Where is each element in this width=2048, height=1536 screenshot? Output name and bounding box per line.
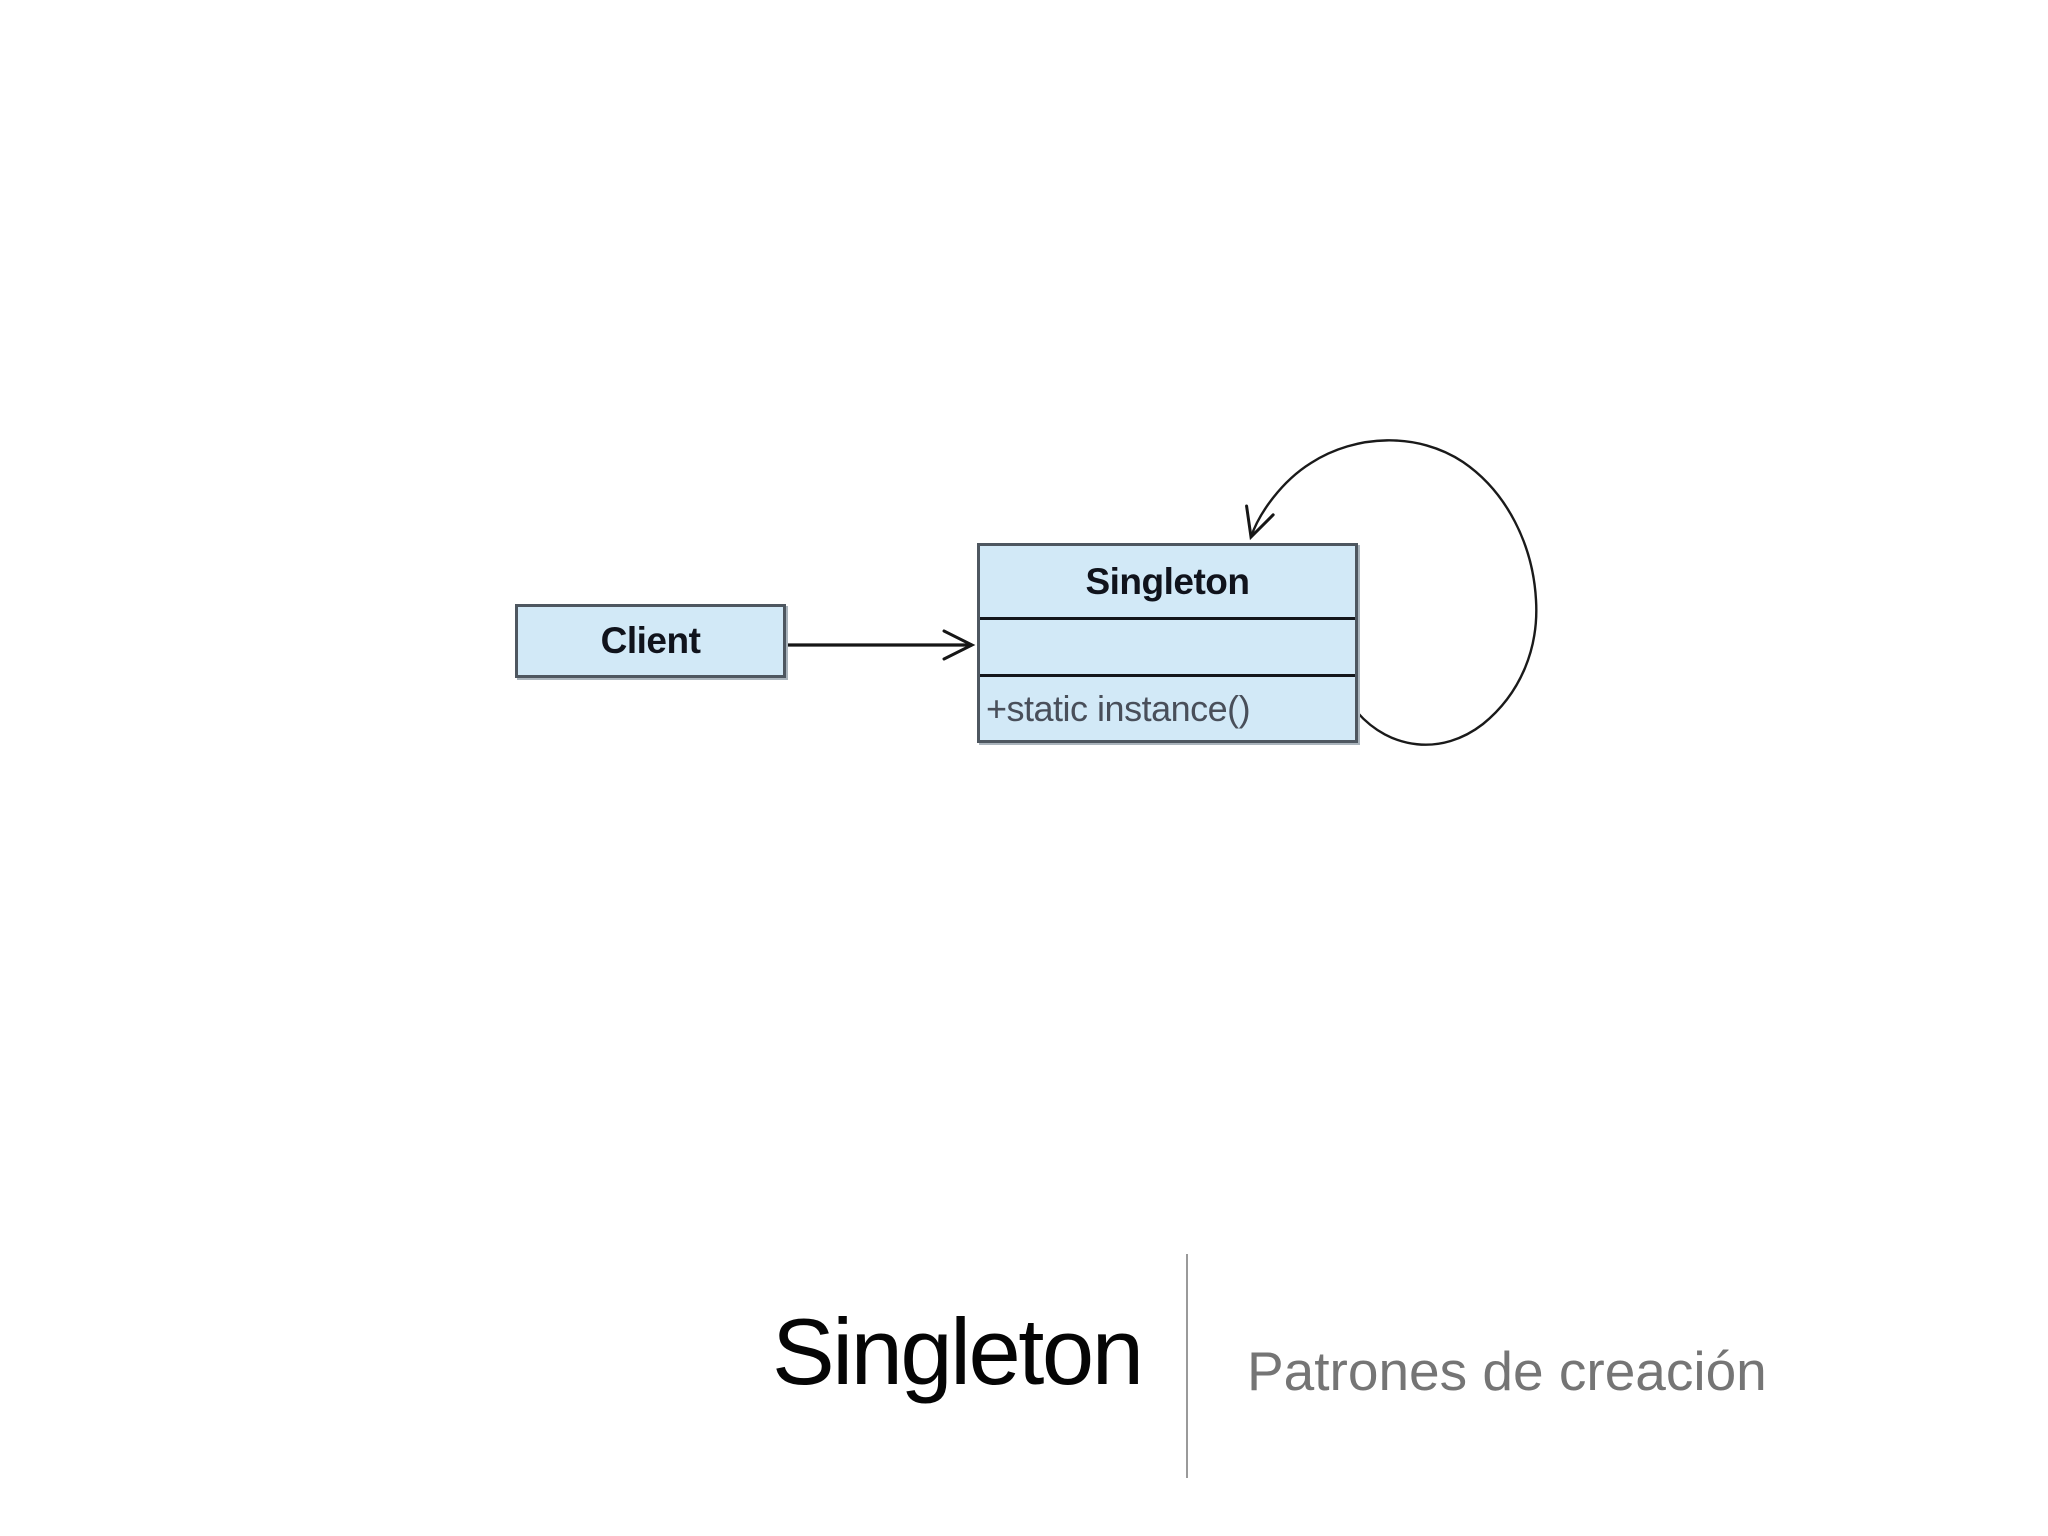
footer-divider xyxy=(1186,1254,1188,1478)
client-class-box: Client xyxy=(515,604,786,678)
self-association-loop xyxy=(1245,439,1538,746)
singleton-class-box: Singleton +static instance() xyxy=(977,543,1358,743)
singleton-attributes-compartment xyxy=(980,617,1355,677)
slide-subtitle: Patrones de creación xyxy=(1247,1340,1767,1402)
singleton-operations-compartment: +static instance() xyxy=(986,687,1251,729)
slide-title: Singleton xyxy=(772,1299,1144,1404)
singleton-class-name: Singleton xyxy=(1085,560,1250,602)
client-class-name: Client xyxy=(600,620,701,661)
